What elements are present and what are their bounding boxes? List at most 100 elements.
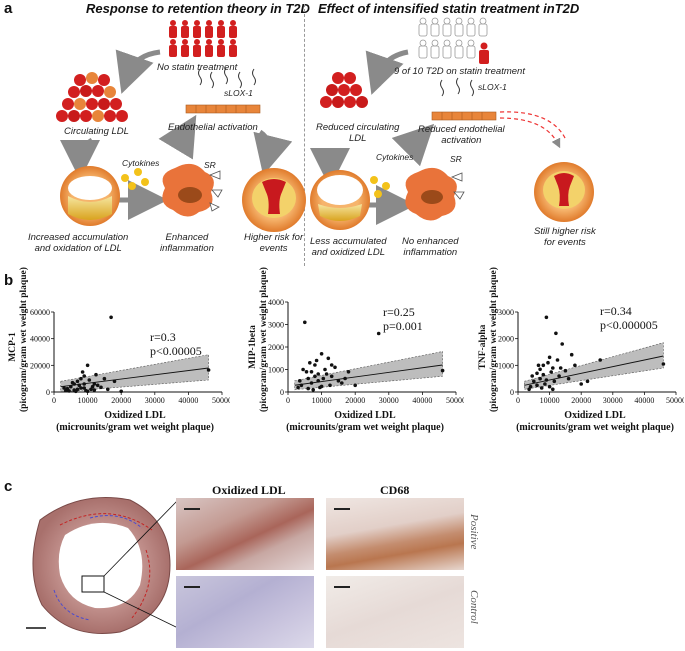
data-point [552,379,557,384]
data-point [328,383,332,388]
data-point [308,361,312,365]
right-slox-label: sLOX-1 [478,82,507,92]
data-point [333,365,337,370]
x-tick-label: 40000 [412,396,432,405]
data-point [109,315,113,320]
data-point [304,370,309,374]
micrograph-cd68-positive [326,498,464,570]
data-point [538,367,542,372]
x-tick-label: 30000 [603,396,623,405]
x-tick-label: 40000 [178,396,198,405]
data-point [530,374,534,378]
data-point [92,388,97,392]
data-point [314,358,319,363]
data-point [99,385,103,390]
x-tick-label: 10000 [312,396,332,405]
ldl-particles-left [56,72,128,122]
panel-a-right-title: Effect of intensified statin treatment i… [318,1,580,16]
x-tick-label: 0 [516,396,520,405]
panel-a-illustration [56,17,594,232]
data-point [102,376,107,381]
regression-line [60,367,209,388]
data-point [346,370,351,374]
data-point [313,363,317,367]
vessel-left [60,166,120,226]
data-point [551,366,555,370]
x-tick-label: 0 [52,396,56,405]
data-point [75,379,80,384]
data-point [585,379,590,384]
x-tick-label: 30000 [379,396,399,405]
data-point [306,376,310,381]
x-tick-label: 50000 [666,396,684,405]
x-tick-label: 30000 [145,396,165,405]
data-point [82,374,86,378]
x-tick-label: 10000 [78,396,98,405]
data-point [329,363,334,367]
data-point [296,385,300,390]
highlighted-person-icon [479,42,489,64]
red-people-icons [169,20,237,57]
data-point [80,370,85,374]
histology-cross-section [26,497,179,634]
right-sr-label: SR [450,154,462,164]
scale-bar [184,508,200,510]
y-tick-label: 2000 [498,335,514,344]
data-point [336,379,341,383]
data-point [313,374,317,379]
data-point [106,387,110,392]
scale-bar [184,586,200,588]
outline-people-icons [418,17,488,59]
data-point [541,372,546,377]
y-tick-label: 0 [280,388,284,397]
endothelium-bar-right [431,111,497,121]
ruptured-plaque-right [534,162,594,222]
data-point [90,384,95,389]
data-point [527,387,531,392]
macrophage-right [405,167,465,221]
y-tick-label: 0 [46,388,50,397]
data-point [303,320,307,325]
data-point [301,367,305,372]
data-point [311,388,315,392]
data-point [323,367,327,372]
data-point [532,379,536,384]
x-tick-label: 20000 [571,396,591,405]
panel-c-letter: c [4,478,13,495]
y-tick-label: 60000 [30,308,50,317]
data-point [549,370,553,374]
data-point [79,376,83,381]
data-point [298,379,302,383]
data-point [546,360,550,365]
x-tick-label: 20000 [345,396,365,405]
data-point [535,371,539,376]
data-point [555,358,560,362]
cytokines-right [370,176,390,198]
y-tick-label: 2000 [268,343,284,352]
left-people-caption: No statin treatment [157,62,238,73]
x-tick-label: 40000 [634,396,654,405]
data-point [87,378,92,382]
ldl-particles-right [320,72,368,108]
y-tick-label: 0 [510,388,514,397]
data-point [544,315,549,320]
right-people-caption: 9 of 10 T2D on statin treatment [394,66,525,77]
vessel-right [310,170,370,230]
x-tick-label: 20000 [111,396,131,405]
data-point [75,387,80,392]
data-point [536,363,541,368]
confidence-band [60,354,209,393]
left-cytokines-label: Cytokines [122,158,160,168]
x-tick-label: 50000 [212,396,230,405]
data-point [539,386,544,390]
data-point [557,374,561,378]
data-point [579,382,583,386]
data-point [309,370,314,374]
y-tick-label: 3000 [498,308,514,317]
